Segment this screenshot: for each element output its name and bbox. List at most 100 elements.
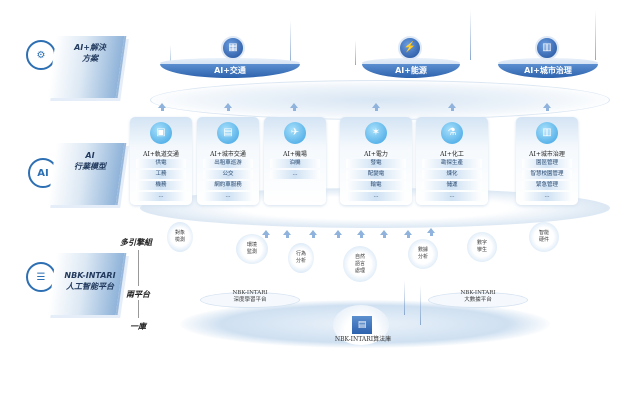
library-label: 一庫	[130, 322, 146, 331]
light-beam	[170, 45, 171, 70]
solution-traffic[interactable]: AI+交通	[160, 64, 300, 78]
platform-sub: 深度學習平台	[233, 297, 267, 303]
card-item: 輸電	[346, 181, 406, 190]
light-beam	[420, 285, 421, 325]
power-icon: ✶	[365, 122, 387, 144]
card-title: AI+化工	[440, 151, 464, 158]
industry-card-rail[interactable]: ▣ AI+軌道交通 供電 工務 機務 ...	[130, 117, 192, 205]
card-title: AI+城市治理	[529, 151, 565, 158]
card-item: ...	[203, 192, 253, 201]
solutions-platform-ring	[150, 80, 610, 120]
card-item: ...	[346, 192, 406, 201]
engines-label: 多引擎組	[120, 238, 152, 247]
solution-label: AI+能源	[395, 66, 427, 75]
card-title: AI+軌道交通	[143, 151, 179, 158]
solutions-label: AI+解決 方案	[74, 43, 106, 63]
deep-learning-platform[interactable]: NBK-INTARI 深度學習平台	[210, 290, 290, 304]
card-item: 煉化	[422, 170, 482, 179]
database-icon: ▤	[352, 316, 372, 334]
light-beam	[595, 10, 596, 60]
platform-name: NBK-INTARI	[460, 290, 496, 296]
card-item: 勘探生產	[422, 159, 482, 168]
engine-behavior-analysis[interactable]: 行為 分析	[288, 243, 314, 273]
big-data-platform[interactable]: NBK-INTARI 大數據平台	[438, 290, 518, 304]
industry-models-label: AI 行業模型	[74, 151, 106, 171]
platform-title: NBK-INTARI	[64, 271, 116, 280]
card-item: ...	[270, 170, 320, 179]
light-beam	[355, 40, 356, 65]
arrow-up-icon	[404, 230, 412, 238]
arrow-up-icon	[262, 230, 270, 238]
connector-line	[138, 250, 139, 286]
arrow-up-icon	[372, 103, 380, 111]
industry-card-city-governance[interactable]: ▥ AI+城市治理 園區管理 智慧校園管理 緊急管理 ...	[516, 117, 578, 205]
disc-top	[160, 58, 300, 68]
card-item: 配變電	[346, 170, 406, 179]
arrow-up-icon	[543, 103, 551, 111]
light-beam	[404, 280, 405, 315]
card-item: 泊機	[270, 159, 320, 168]
platform-subtitle: 人工智能平台	[66, 282, 114, 291]
arrow-up-icon	[309, 230, 317, 238]
platform-sub: 大數據平台	[464, 297, 492, 303]
industry-card-airport[interactable]: ✈ AI+機場 泊機 ...	[264, 117, 326, 205]
engine-nlp[interactable]: 自然 語言 處理	[343, 246, 377, 282]
arrow-up-icon	[224, 103, 232, 111]
disc-top	[362, 58, 460, 68]
chemical-icon: ⚗	[441, 122, 463, 144]
engine-digital-twin[interactable]: 數字 孿生	[467, 232, 497, 262]
card-item: ...	[136, 192, 186, 201]
card-item: 園區管理	[522, 159, 572, 168]
card-item: 機務	[136, 181, 186, 190]
engine-environment-monitoring[interactable]: 環境 監測	[236, 234, 268, 264]
card-item: 供電	[136, 159, 186, 168]
city-icon: ▥	[536, 122, 558, 144]
solution-label: AI+城市治理	[524, 66, 572, 75]
light-beam	[290, 20, 291, 65]
platform-disc	[200, 292, 300, 308]
platforms-label: 兩平台	[126, 290, 150, 299]
industry-card-chemical[interactable]: ⚗ AI+化工 勘探生產 煉化 儲運 ...	[416, 117, 488, 205]
solution-city-governance[interactable]: AI+城市治理	[498, 64, 598, 78]
arrow-up-icon	[357, 230, 365, 238]
card-item: 發電	[346, 159, 406, 168]
card-title: AI+機場	[283, 151, 307, 158]
platform-disc	[428, 292, 528, 308]
disc-top	[498, 58, 598, 68]
platform-name: NBK-INTARI	[232, 290, 268, 296]
arrow-up-icon	[158, 103, 166, 111]
card-item: ...	[422, 192, 482, 201]
card-title: AI+城市交通	[210, 151, 246, 158]
card-item: 緊急管理	[522, 181, 572, 190]
connector-line	[138, 300, 139, 318]
card-item: 工務	[136, 170, 186, 179]
card-item: 出租車巡游	[203, 159, 253, 168]
industry-card-power[interactable]: ✶ AI+電力 發電 配變電 輸電 ...	[340, 117, 412, 205]
solution-energy[interactable]: AI+能源	[362, 64, 460, 78]
card-item: 網約車服務	[203, 181, 253, 190]
engine-smart-hardware[interactable]: 智能 硬件	[529, 222, 559, 252]
traffic-icon: ▦	[221, 36, 245, 60]
card-item: 公交	[203, 170, 253, 179]
arrow-up-icon	[380, 230, 388, 238]
solution-label: AI+交通	[214, 66, 246, 75]
card-item: 智慧校園管理	[522, 170, 572, 179]
light-beam	[470, 10, 471, 60]
card-title: AI+電力	[364, 151, 388, 158]
arrow-up-icon	[283, 230, 291, 238]
arrow-up-icon	[290, 103, 298, 111]
card-item: 儲運	[422, 181, 482, 190]
energy-icon: ⚡	[398, 36, 422, 60]
airplane-icon: ✈	[284, 122, 306, 144]
industry-card-urban-traffic[interactable]: ▤ AI+城市交通 出租車巡游 公交 網約車服務 ...	[197, 117, 259, 205]
engine-object-detection[interactable]: 對象 檢測	[167, 222, 193, 252]
arrow-up-icon	[427, 228, 435, 236]
arrow-up-icon	[334, 230, 342, 238]
arrow-up-icon	[448, 103, 456, 111]
card-item: ...	[522, 192, 572, 201]
algorithm-library[interactable]: NBK-INTARI算法庫	[334, 336, 392, 343]
engine-data-analysis[interactable]: 數據 分析	[408, 239, 438, 269]
building-icon: ▤	[217, 122, 239, 144]
city-governance-icon: ▥	[535, 36, 559, 60]
train-icon: ▣	[150, 122, 172, 144]
